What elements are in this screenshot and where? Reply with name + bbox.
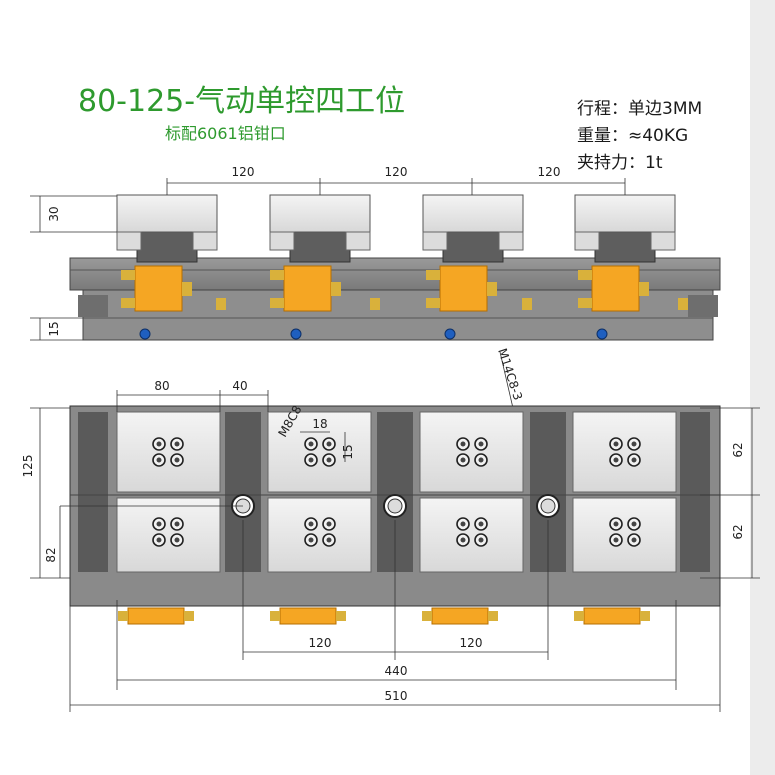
screw-hole-core-24 <box>478 537 484 543</box>
screw-hole-core-17 <box>460 441 466 447</box>
jaw-1-top <box>116 411 221 493</box>
screw-hole-core-8 <box>174 537 180 543</box>
dim-left-lower: 82 <box>44 547 58 562</box>
screw-hole-core-26 <box>631 441 637 447</box>
screw-hole-core-31 <box>613 537 619 543</box>
screw-hole-core-11 <box>308 457 314 463</box>
screw-hole-core-16 <box>326 537 332 543</box>
screw-hole-core-6 <box>174 521 180 527</box>
top-dimensions <box>30 390 760 712</box>
screw-hole-core-28 <box>631 457 637 463</box>
screw-hole-core-20 <box>478 457 484 463</box>
screw-hole-core-15 <box>308 537 314 543</box>
jaw-1-bottom <box>116 497 221 573</box>
dim-top-pitch-2: 120 <box>385 165 408 179</box>
jaw-3-top <box>419 411 524 493</box>
side-station-2 <box>269 194 371 340</box>
dim-base-height: 15 <box>47 321 61 336</box>
screw-hole-core-30 <box>631 521 637 527</box>
jaw-4-bottom <box>572 497 677 573</box>
dim-right-upper: 62 <box>731 442 745 457</box>
dim-hole-dy: 15 <box>341 444 355 459</box>
right-edge-strip <box>750 0 775 775</box>
screw-hole-core-2 <box>174 441 180 447</box>
screw-hole-core-5 <box>156 521 162 527</box>
screw-hole-core-25 <box>613 441 619 447</box>
jaw-screw-holes <box>152 437 641 547</box>
side-station-3 <box>422 194 524 340</box>
screw-hole-core-1 <box>156 441 162 447</box>
screw-hole-core-4 <box>174 457 180 463</box>
dim-hole-dx: 18 <box>312 417 327 431</box>
screw-hole-core-10 <box>326 441 332 447</box>
screw-hole-core-13 <box>308 521 314 527</box>
jaw-4-top <box>572 411 677 493</box>
jaw-2-top <box>267 411 372 493</box>
side-view <box>69 194 721 341</box>
jaw-3-bottom <box>419 497 524 573</box>
screw-hole-core-23 <box>460 537 466 543</box>
side-station-1 <box>116 194 218 340</box>
side-station-4 <box>574 194 676 340</box>
screw-hole-core-3 <box>156 457 162 463</box>
thread-callout-label: M14C8-3 <box>495 347 525 402</box>
spec-weight: 重量：≈40KG <box>577 126 689 146</box>
screw-hole-core-18 <box>478 441 484 447</box>
dim-bottom-pitch-1: 120 <box>309 636 332 650</box>
side-dimensions <box>30 178 626 341</box>
screw-hole-core-9 <box>308 441 314 447</box>
dim-top-pitch-3: 120 <box>538 165 561 179</box>
drawing-title: 80-125-气动单控四工位 <box>78 84 406 119</box>
screw-hole-core-12 <box>326 457 332 463</box>
screw-hole-core-21 <box>460 521 466 527</box>
jaw-2-bottom <box>267 497 372 573</box>
dim-top-pitch-1: 120 <box>232 165 255 179</box>
screw-hole-core-29 <box>613 521 619 527</box>
dim-jaw-height: 30 <box>47 206 61 221</box>
spec-stroke: 行程：单边3MM <box>577 99 703 119</box>
screw-hole-core-27 <box>613 457 619 463</box>
screw-hole-core-19 <box>460 457 466 463</box>
dim-gap-width: 40 <box>232 379 247 393</box>
dim-jaw-width: 80 <box>154 379 169 393</box>
screw-hole-core-14 <box>326 521 332 527</box>
dim-right-lower: 62 <box>731 524 745 539</box>
dim-left-total: 125 <box>21 455 35 478</box>
screw-hole-core-32 <box>631 537 637 543</box>
dim-span-440: 440 <box>385 664 408 678</box>
screw-hole-core-7 <box>156 537 162 543</box>
dim-bottom-pitch-2: 120 <box>460 636 483 650</box>
spec-clamping-force: 夹持力：1t <box>577 153 663 173</box>
dim-span-510: 510 <box>385 689 408 703</box>
screw-hole-core-22 <box>478 521 484 527</box>
drawing-subtitle: 标配6061铝钳口 <box>165 124 286 143</box>
